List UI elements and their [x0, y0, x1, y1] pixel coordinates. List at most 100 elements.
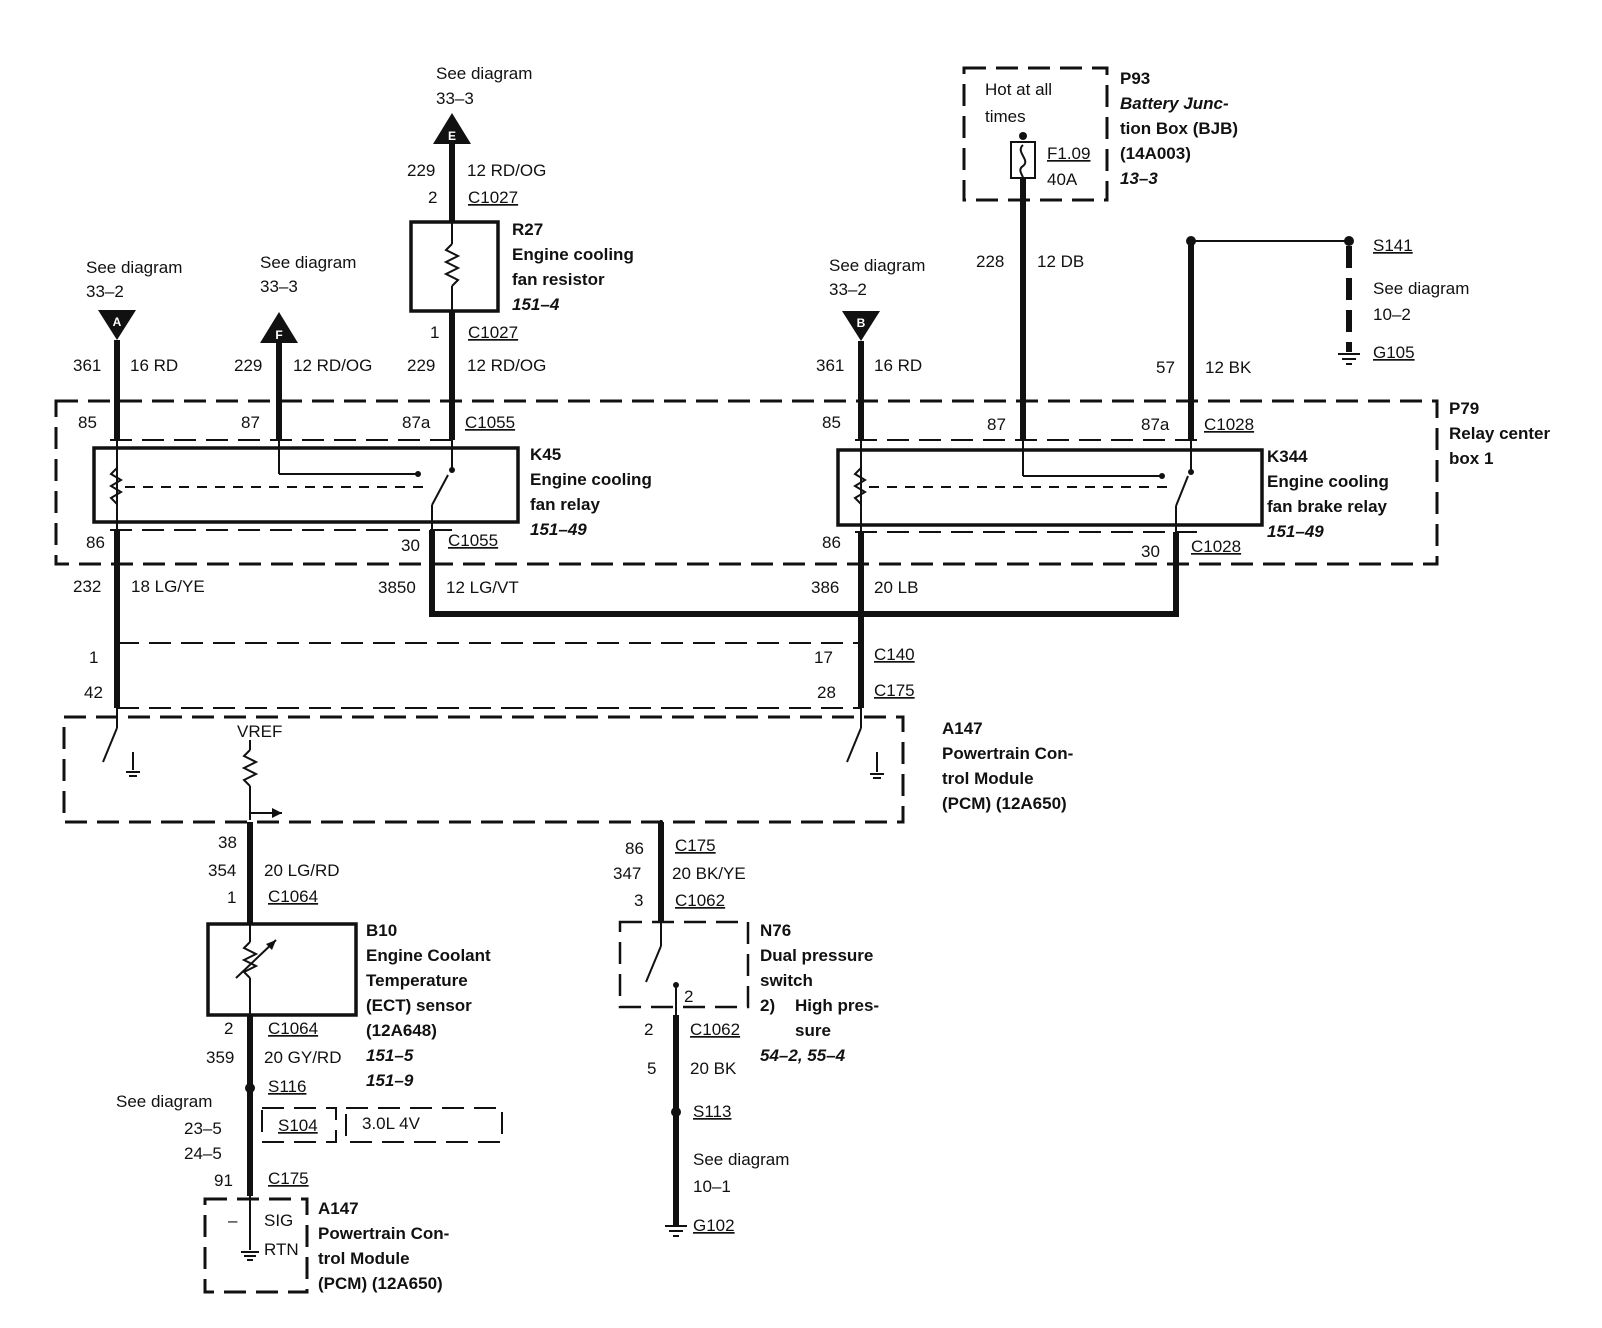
p79-id: P79	[1449, 399, 1479, 418]
k344-id: K344	[1267, 447, 1308, 466]
connector-f-letter: F	[275, 328, 282, 342]
r27-pin-top: 2	[428, 188, 437, 207]
k45-ref: 151–49	[530, 520, 587, 539]
ect-pin-c175: 91	[214, 1171, 233, 1190]
switch-contact	[1175, 475, 1189, 507]
pcm2-rtn: RTN	[264, 1240, 299, 1259]
s141-ref: 10–2	[1373, 305, 1411, 324]
k344-p87a: 87a	[1141, 415, 1170, 434]
coil-icon	[109, 467, 123, 505]
w1-spec: 16 RD	[130, 356, 178, 375]
b10-part: (12A648)	[366, 1021, 437, 1040]
r27-top-circuit: 229	[407, 161, 435, 180]
k45-p87a: 87a	[402, 413, 431, 432]
wire-3850-386	[429, 530, 1179, 617]
w5-spec: 12 DB	[1037, 252, 1084, 271]
n76-name2: switch	[760, 971, 813, 990]
n76-pressure-switch: 2 N76 Dual pressure switch 2) High pres-…	[618, 920, 879, 1065]
connector-a-see: See diagram	[86, 258, 182, 277]
resistor-symbol	[443, 243, 461, 287]
p93-part: (14A003)	[1120, 144, 1191, 163]
n76-ref: 54–2, 55–4	[760, 1046, 846, 1065]
r27-resistor: R27 Engine cooling fan resistor 151–4	[409, 220, 634, 314]
pcm-module: VREF A147 Powertrain Con- trol Module (P…	[62, 708, 1073, 824]
connector-a-ref: 33–2	[86, 282, 124, 301]
k344-conn-bottom: C1028	[1191, 537, 1241, 556]
k45-conn-top: C1055	[465, 413, 515, 432]
k344-box	[836, 448, 1264, 527]
connector-e-letter: E	[448, 129, 456, 143]
p93-hot2: times	[985, 107, 1026, 126]
engine-box	[345, 1107, 503, 1143]
w6-circuit: 57	[1156, 358, 1175, 377]
p93-id: P93	[1120, 69, 1150, 88]
s113-dot	[671, 1107, 681, 1117]
k45-conn-bottom: C1055	[448, 531, 498, 550]
connector-a-letter: A	[113, 315, 122, 329]
ect-conn-c175: C175	[268, 1169, 309, 1188]
b10-box	[206, 922, 358, 1017]
s141-see: See diagram	[1373, 279, 1469, 298]
r27-name1: Engine cooling	[512, 245, 634, 264]
p93-name2: tion Box (BJB)	[1120, 119, 1238, 138]
k45-id: K45	[530, 445, 561, 464]
ect-spec2: 20 GY/RD	[264, 1048, 341, 1067]
pcm-name1: Powertrain Con-	[942, 744, 1073, 763]
pcm2-sig: SIG	[264, 1211, 293, 1230]
r27-conn-top: C1027	[468, 188, 518, 207]
pcm-name2: trol Module	[942, 769, 1034, 788]
n76-conn-bottom: C1062	[690, 1020, 740, 1039]
ect-conn-bottom: C1064	[268, 1019, 318, 1038]
wb2-spec: 12 LG/VT	[446, 578, 519, 597]
k344-p86: 86	[822, 533, 841, 552]
k45-p86: 86	[86, 533, 105, 552]
p79-relay-box	[54, 399, 1439, 566]
n76-splice: S113	[693, 1102, 731, 1121]
g105-ground: G105	[1373, 343, 1415, 362]
k344-ref: 151–49	[1267, 522, 1324, 541]
g102-ground: G102	[693, 1216, 735, 1235]
n76-pin-top: 3	[634, 891, 643, 910]
connector-a-arrow	[98, 310, 136, 340]
n76-name1: Dual pressure	[760, 946, 873, 965]
b10-name1: Engine Coolant	[366, 946, 491, 965]
ect-splice-alt: S104	[278, 1116, 318, 1135]
s116-dot	[245, 1083, 255, 1093]
w3-spec: 12 RD/OG	[467, 356, 546, 375]
c175-pin-right: 28	[817, 683, 836, 702]
ect-circuit: 354	[208, 861, 236, 880]
b10-name3: (ECT) sensor	[366, 996, 472, 1015]
r27-id: R27	[512, 220, 543, 239]
n76-spec: 20 BK/YE	[672, 864, 746, 883]
w3-circuit: 229	[407, 356, 435, 375]
pcm2-name1: Powertrain Con-	[318, 1224, 449, 1243]
p93-box	[962, 66, 1109, 202]
switch-contact	[645, 945, 662, 983]
k344-conn-top: C1028	[1204, 415, 1254, 434]
w2-spec: 12 RD/OG	[293, 356, 372, 375]
p79-name2: box 1	[1449, 449, 1493, 468]
c140-pin-right: 17	[814, 648, 833, 667]
connector-b-ref: 33–2	[829, 280, 867, 299]
p93-amps: 40A	[1047, 170, 1078, 189]
fuse-icon	[1010, 141, 1036, 179]
connector-f-ref: 33–3	[260, 277, 298, 296]
k45-relay: 85 87 87a C1055 86 30 C1055 K45 Engine c…	[78, 413, 652, 555]
k344-relay: 85 87 87a C1028 86 30 C1028 K344 Engine …	[822, 413, 1389, 561]
n76-conn-pcm: C175	[675, 836, 716, 855]
ect-spec: 20 LG/RD	[264, 861, 340, 880]
ect-splice: S116	[268, 1077, 306, 1096]
ect-circuit2: 359	[206, 1048, 234, 1067]
w1-circuit: 361	[73, 356, 101, 375]
wb1-spec: 18 LG/YE	[131, 577, 205, 596]
w2-circuit: 229	[234, 356, 262, 375]
r27-ref: 151–4	[512, 295, 560, 314]
n76-ref-diag: 10–1	[693, 1177, 731, 1196]
b10-id: B10	[366, 921, 397, 940]
k45-box	[92, 446, 520, 524]
r27-conn-bottom: C1027	[468, 323, 518, 342]
pcm2-dash: –	[228, 1211, 238, 1230]
k45-p87: 87	[241, 413, 260, 432]
pcm-switch-right	[846, 727, 862, 763]
